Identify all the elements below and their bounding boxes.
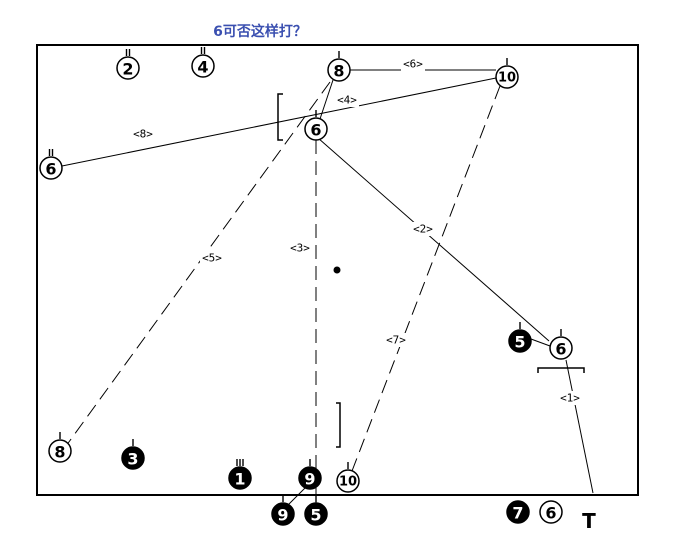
- ball-2: 2: [116, 49, 140, 80]
- bracket-mark: [537, 367, 585, 373]
- ball-5: 5: [508, 322, 532, 353]
- shot-line: [565, 359, 594, 494]
- ball-3: 3: [121, 439, 145, 470]
- ball-number: 9: [304, 470, 315, 489]
- segment-label: <6>: [403, 58, 423, 71]
- ball-4: 4: [191, 47, 215, 78]
- ball-circle: [508, 329, 532, 353]
- segment-label-bg: [384, 333, 408, 347]
- ball-circle: [506, 500, 530, 524]
- ball-number: 8: [54, 443, 65, 462]
- ball-number: 5: [514, 333, 525, 352]
- shot-line: [65, 81, 331, 447]
- ball-8: 8: [327, 51, 351, 82]
- ball-6: 6: [539, 500, 563, 524]
- ball-circle: [304, 117, 328, 141]
- segment-label-bg: [335, 93, 359, 107]
- segment-label-bg: [288, 241, 312, 255]
- segment-label: <5>: [202, 252, 222, 265]
- segment-label: <4>: [337, 94, 357, 107]
- ball-number: 3: [127, 450, 138, 469]
- shot-line: [317, 137, 550, 342]
- ball-circle: [336, 469, 360, 493]
- ball-circle: [121, 446, 145, 470]
- brackets: [277, 93, 585, 448]
- ball-circle: [298, 466, 322, 490]
- ball-6: 6: [39, 149, 63, 180]
- shot-line: [530, 338, 551, 347]
- ball-number: 4: [197, 58, 208, 77]
- ball-circle: [191, 54, 215, 78]
- ball-number: 10: [339, 475, 357, 490]
- ball-circle: [39, 156, 63, 180]
- segment-label: <2>: [413, 223, 433, 236]
- segment-label: <7>: [386, 334, 406, 347]
- ball-6: 6: [549, 329, 573, 360]
- shot-line: [351, 85, 501, 472]
- ball-number: 6: [45, 160, 56, 179]
- shot-lines: [61, 69, 594, 506]
- ball-number: 6: [545, 504, 556, 523]
- ball-number: 5: [310, 506, 321, 525]
- ball-9: 9: [271, 495, 295, 526]
- shot-line: [319, 79, 334, 120]
- ball-circle: [116, 56, 140, 80]
- ball-circle: [304, 502, 328, 526]
- ball-number: 8: [333, 62, 344, 81]
- ball-number: 10: [498, 71, 516, 86]
- segment-label-bg: [411, 222, 435, 236]
- ball-10: 10: [336, 462, 360, 493]
- ball-circle: [271, 502, 295, 526]
- ball-6: 6: [304, 110, 328, 141]
- ball-10: 10: [495, 58, 519, 89]
- ball-number: 6: [310, 121, 321, 140]
- ball-7: 7: [506, 500, 530, 524]
- ball-5: 5: [304, 495, 328, 526]
- ball-9: 9: [298, 459, 322, 490]
- ball-circle: [549, 336, 573, 360]
- ball-number: 1: [234, 470, 245, 489]
- bracket-mark: [336, 402, 341, 448]
- cue-marker: T: [582, 509, 596, 533]
- segment-label: <1>: [560, 392, 580, 405]
- ball-circle: [539, 500, 563, 524]
- ball-number: 9: [277, 506, 288, 525]
- center-spot: [333, 266, 341, 274]
- ball-number: 6: [555, 340, 566, 359]
- segment-label-bg: [558, 391, 582, 405]
- ball-circle: [48, 439, 72, 463]
- ball-circle: [228, 466, 252, 490]
- ball-number: 7: [512, 504, 523, 523]
- segment-label-bg: [401, 57, 425, 71]
- shot-line: [287, 487, 306, 506]
- ball-circle: [495, 65, 519, 89]
- segment-label-bg: [200, 251, 224, 265]
- segment-label: <8>: [133, 128, 153, 141]
- bracket-mark: [277, 93, 283, 141]
- ball-8: 8: [48, 432, 72, 463]
- segment-label: <3>: [290, 242, 310, 255]
- ball-number: 2: [122, 60, 133, 79]
- balls: 2 4 8 10 6 6 5 6 8 3 1 9 10 9 5 7 6: [39, 47, 573, 526]
- diagram-title: 6可否这样打？: [213, 24, 307, 40]
- shot-line: [61, 77, 497, 167]
- table-border: [36, 44, 639, 496]
- ball-1: 1: [228, 459, 252, 490]
- ball-circle: [327, 58, 351, 82]
- segment-label-bg: [131, 127, 155, 141]
- segment-labels: <1> <2> <3> <4> <5> <6> <7> <8>: [131, 57, 582, 405]
